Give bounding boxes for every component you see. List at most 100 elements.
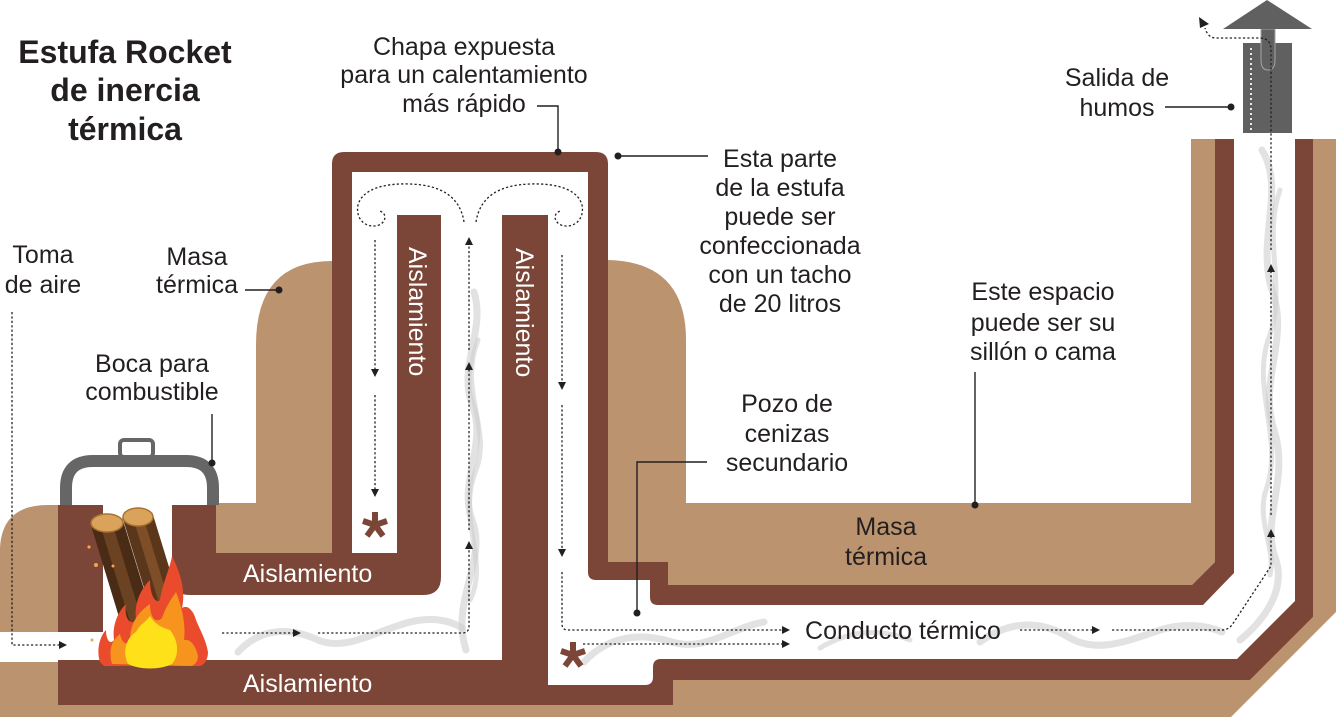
label-line: Esta parte — [723, 145, 837, 173]
label-line: combustible — [85, 378, 218, 406]
label-line: Este espacio — [971, 278, 1114, 306]
arrow-right-icon — [59, 641, 67, 649]
label-line: con un tacho — [708, 261, 851, 289]
label-line: puede ser — [724, 203, 835, 231]
label-line: Masa — [855, 513, 916, 541]
label-line: humos — [1079, 94, 1154, 122]
smoke-wisp-duct-left — [580, 618, 768, 666]
arrow-right-icon — [293, 629, 301, 637]
insulation-label-bottom-bar: Aislamiento — [243, 670, 372, 698]
ember — [94, 563, 98, 567]
leader-dot — [971, 501, 979, 509]
smoke-wisps — [234, 146, 1283, 666]
bench-thermal-mass — [608, 139, 1215, 585]
label-boca-combustible: Boca para combustible — [85, 350, 218, 406]
label-line: puede ser su — [971, 309, 1116, 337]
ember — [90, 638, 94, 642]
label-line: Boca para — [95, 350, 209, 378]
leader-lines — [208, 103, 1235, 617]
smoke-wisp-feed — [234, 616, 466, 656]
title: Estufa Rocket de inercia térmica — [18, 34, 232, 147]
label-line: Pozo de — [741, 390, 833, 418]
arrow-down-icon — [371, 369, 379, 377]
arrow-up-icon — [465, 237, 473, 245]
arrow-down-icon — [371, 489, 379, 497]
smoke-wisp-duct-mid-2 — [817, 629, 913, 651]
smoke-wisp-duct-mid — [976, 621, 1226, 649]
label-line: de aire — [5, 271, 81, 299]
label-line: cenizas — [745, 420, 830, 448]
insulation-layer — [58, 139, 1313, 705]
label-line: sillón o cama — [970, 338, 1116, 366]
arrow-up-icon — [1267, 264, 1275, 272]
log-2-end — [122, 507, 154, 527]
label-line: de 20 litros — [719, 290, 841, 318]
title-line: térmica — [68, 111, 182, 147]
flame-core — [125, 616, 178, 669]
arrow-down-icon — [558, 549, 566, 557]
airflow-paths — [11, 17, 1275, 649]
chimney-flow — [1112, 537, 1272, 631]
fire-icon — [87, 545, 208, 669]
label-pozo-cenizas: Pozo de cenizas secundario — [726, 390, 848, 477]
thermal-mass-layer — [0, 139, 1336, 717]
title-line: de inercia — [50, 72, 200, 108]
label-line: Toma — [12, 241, 73, 269]
feed-tube-and-inner-column — [172, 215, 441, 595]
arrow-right-icon — [782, 640, 790, 648]
arrow-right-icon — [1092, 626, 1100, 634]
label-toma-de-aire: Toma de aire — [5, 241, 81, 299]
label-line: secundario — [726, 449, 848, 477]
arrow-up-icon — [1267, 529, 1275, 537]
arrow-up-icon — [465, 541, 473, 549]
arrow-up-icon — [465, 362, 473, 370]
riser-right-column — [502, 215, 548, 705]
label-line: térmica — [845, 543, 927, 571]
title-line: Estufa Rocket — [18, 34, 232, 70]
label-line: más rápido — [402, 90, 526, 118]
leader-dot — [208, 459, 216, 467]
label-line: Masa — [166, 243, 227, 271]
smoke-wisp-riser-2 — [466, 337, 483, 603]
feed-lid — [60, 438, 219, 505]
chimney-flow-exit — [1204, 27, 1272, 250]
insulation-label-feed-bar: Aislamiento — [243, 560, 372, 588]
chimney-cap — [1223, 0, 1312, 133]
label-line: Chapa expuesta — [373, 33, 555, 61]
swirl-right — [475, 183, 584, 227]
smoke-wisp-riser — [458, 288, 481, 654]
label-line: de la estufa — [715, 174, 844, 202]
chimney-arrow-icon — [1223, 0, 1312, 29]
riser-flow — [318, 549, 470, 634]
chimney-arrow-stem — [1260, 28, 1276, 71]
label-line: térmica — [156, 271, 238, 299]
label-espacio-asiento: Este espacio puede ser su sillón o cama — [970, 278, 1116, 366]
feed-lid-body — [60, 455, 219, 505]
smoke-wisp-chimney — [1236, 146, 1283, 644]
label-chapa-expuesta: Chapa expuesta para un calentamiento más… — [340, 33, 587, 118]
ash-pit-marker-primary — [362, 512, 388, 538]
label-masa-termica-banco: Masa térmica — [845, 513, 927, 571]
ember — [87, 545, 91, 549]
swirl-left — [356, 183, 465, 227]
label-line: para un calentamiento — [340, 61, 587, 89]
air-intake-flow — [11, 312, 59, 646]
arrow-right-icon — [782, 626, 790, 634]
label-tacho: Esta parte de la estufa puede ser confec… — [699, 145, 860, 318]
leader-pozo — [636, 461, 707, 613]
leader-chapa — [537, 105, 559, 152]
leader-dot — [633, 609, 641, 617]
ash-pit-marker-secondary — [560, 642, 586, 668]
insulation-label-right-column: Aislamiento — [510, 248, 538, 377]
leader-dot — [614, 152, 622, 160]
label-salida-humos: Salida de humos — [1065, 64, 1169, 122]
air-intake-thermal-mass — [0, 505, 58, 632]
smoke-wisp-chimney-2 — [1260, 187, 1283, 578]
label-line: confeccionada — [699, 232, 860, 260]
label-line: Salida de — [1065, 64, 1169, 92]
insulation-labels: Aislamiento Aislamiento Aislamiento Aisl… — [243, 247, 538, 698]
label-masa-termica-camara: Masa térmica — [156, 243, 238, 299]
insulation-label-left-column: Aislamiento — [403, 247, 431, 376]
leader-dot — [554, 148, 562, 156]
